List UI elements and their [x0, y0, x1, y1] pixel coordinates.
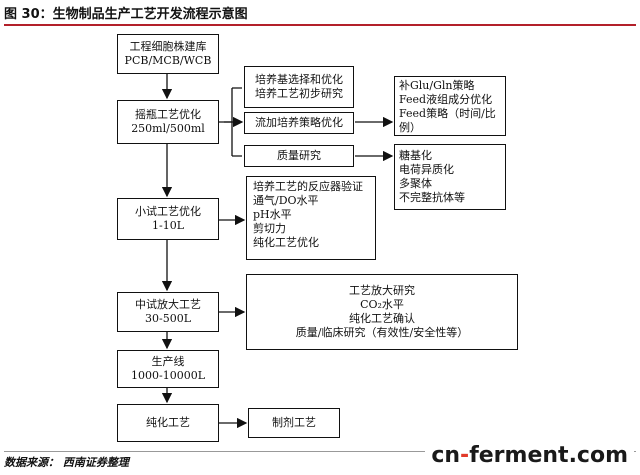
pilot-detail-line-3: 纯化工艺确认	[349, 312, 415, 325]
small-detail-line-2: 通气/DO水平	[253, 194, 319, 207]
stage-production-line: 生产线 1000-10000L	[117, 350, 219, 388]
fedbatch-detail-line-4: 例）	[399, 121, 421, 134]
figure-title: 图 30：生物制品生产工艺开发流程示意图	[4, 4, 636, 26]
formulation-box: 制剂工艺	[248, 408, 340, 438]
quality-detail-box: 糖基化 电荷异质化 多聚体 不完整抗体等	[394, 144, 506, 210]
quality-detail-line-1: 糖基化	[399, 149, 432, 162]
pilot-detail-line-2: CO₂水平	[360, 298, 404, 311]
stage-shake-flask: 摇瓶工艺优化 250ml/500ml	[117, 100, 219, 144]
stage-production-line-scale: 1000-10000L	[130, 369, 205, 382]
small-detail-line-1: 培养工艺的反应器验证	[253, 180, 363, 193]
stage-purification: 纯化工艺	[117, 404, 219, 442]
stage-cell-bank: 工程细胞株建库 PCB/MCB/WCB	[117, 34, 219, 74]
culture-medium-box: 培养基选择和优化 培养工艺初步研究	[244, 66, 354, 108]
stage-small-scale-name: 小试工艺优化	[135, 205, 201, 218]
stage-pilot-scale: 中试放大工艺 30-500L	[117, 292, 219, 332]
fedbatch-detail-line-2: Feed液组成分优化	[399, 93, 493, 106]
quality-detail-line-3: 多聚体	[399, 177, 432, 190]
quality-box: 质量研究	[244, 145, 354, 167]
quality-detail-line-2: 电荷异质化	[399, 163, 454, 176]
culture-medium-line-1: 培养基选择和优化	[255, 73, 343, 86]
fedbatch-detail-box: 补Glu/Gln策略 Feed液组成分优化 Feed策略（时间/比 例）	[394, 76, 506, 136]
stage-cell-bank-scale: PCB/MCB/WCB	[124, 54, 212, 67]
fedbatch-detail-line-3: Feed策略（时间/比	[399, 107, 496, 120]
culture-medium-line-2: 培养工艺初步研究	[255, 87, 343, 100]
stage-shake-flask-name: 摇瓶工艺优化	[135, 108, 201, 121]
formulation-label: 制剂工艺	[272, 416, 316, 429]
stage-small-scale: 小试工艺优化 1-10L	[117, 198, 219, 240]
watermark-part-1: cn	[431, 443, 461, 468]
quality-label: 质量研究	[277, 149, 321, 162]
small-detail-line-3: pH水平	[253, 208, 292, 221]
watermark-dash: -	[460, 443, 470, 468]
stage-purification-name: 纯化工艺	[146, 416, 190, 429]
stage-cell-bank-name: 工程细胞株建库	[129, 40, 207, 53]
stage-pilot-scale-scale: 30-500L	[144, 312, 191, 325]
fedbatch-detail-line-1: 补Glu/Gln策略	[399, 79, 475, 92]
source-footer: 数据来源： 西南证券整理	[4, 451, 636, 469]
stage-production-line-name: 生产线	[151, 355, 185, 368]
fedbatch-box: 流加培养策略优化	[244, 112, 354, 134]
small-detail-line-5: 纯化工艺优化	[253, 236, 319, 249]
quality-detail-line-4: 不完整抗体等	[399, 191, 465, 204]
pilot-detail-line-4: 质量/临床研究（有效性/安全性等）	[295, 326, 469, 339]
stage-small-scale-scale: 1-10L	[151, 219, 185, 232]
pilot-detail-line-1: 工艺放大研究	[349, 284, 415, 297]
small-detail-line-4: 剪切力	[253, 222, 286, 235]
watermark-part-3: .com	[568, 443, 628, 468]
site-watermark: cn-ferment.com	[425, 441, 634, 471]
small-scale-detail-box: 培养工艺的反应器验证 通气/DO水平 pH水平 剪切力 纯化工艺优化	[246, 176, 376, 260]
fedbatch-label: 流加培养策略优化	[255, 116, 343, 129]
stage-shake-flask-scale: 250ml/500ml	[131, 122, 205, 135]
watermark-part-2: ferment	[469, 443, 569, 468]
pilot-detail-box: 工艺放大研究 CO₂水平 纯化工艺确认 质量/临床研究（有效性/安全性等）	[246, 274, 518, 350]
stage-pilot-scale-name: 中试放大工艺	[135, 298, 201, 311]
